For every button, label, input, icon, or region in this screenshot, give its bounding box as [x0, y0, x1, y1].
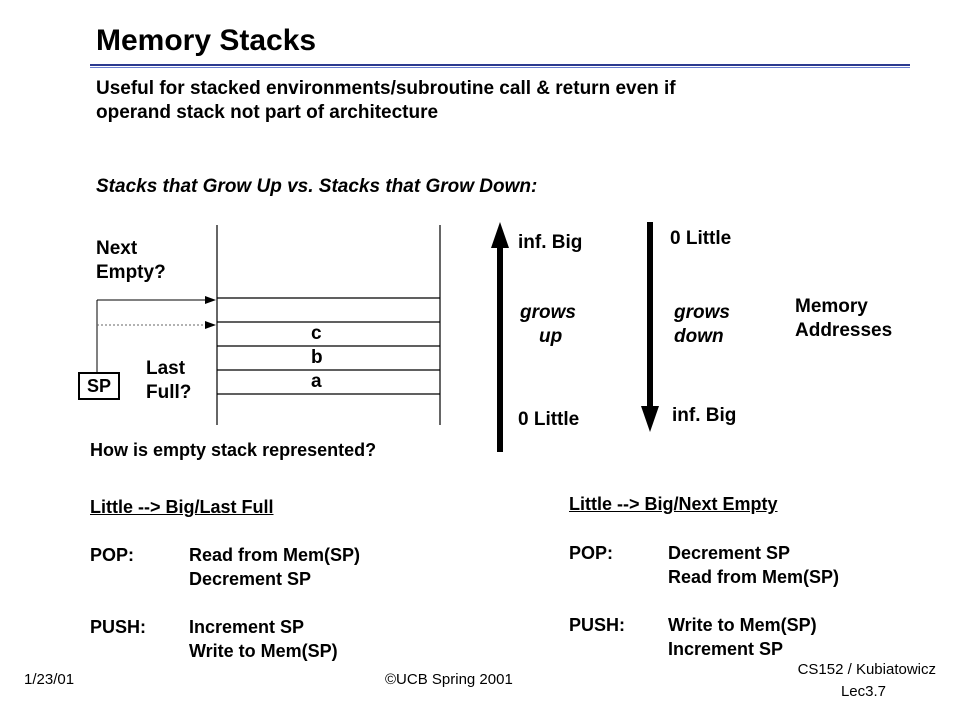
left-push-line-2: Write to Mem(SP) — [189, 641, 338, 661]
memory-addresses-label-2: Addresses — [795, 320, 893, 341]
grows-down-label-2: down — [674, 326, 724, 347]
question-text: How is empty stack represented? — [90, 440, 377, 460]
stack-item-b: b — [311, 347, 323, 368]
grows-up-label-2: up — [539, 326, 563, 347]
up-top-label: inf. Big — [518, 232, 583, 253]
right-pop-line-2: Read from Mem(SP) — [668, 567, 840, 587]
intro-line-1: Useful for stacked environments/subrouti… — [96, 78, 676, 99]
left-push-label: PUSH: — [90, 617, 147, 637]
next-empty-label-1: Next — [96, 238, 138, 259]
right-pop-label: POP: — [569, 543, 614, 563]
title-rule — [90, 64, 910, 66]
left-pop-label: POP: — [90, 545, 135, 565]
intro-line-2: operand stack not part of architecture — [96, 102, 439, 123]
last-full-label-2: Full? — [146, 382, 192, 403]
next-empty-label-2: Empty? — [96, 262, 166, 283]
right-heading: Little --> Big/Next Empty — [569, 494, 778, 514]
right-push-line-2: Increment SP — [668, 639, 784, 659]
subheading: Stacks that Grow Up vs. Stacks that Grow… — [96, 176, 538, 197]
footer-copyright: ©UCB Spring 2001 — [385, 671, 513, 688]
footer-lecture: Lec3.7 — [840, 683, 886, 700]
arrow-next-empty — [205, 296, 216, 304]
sp-register: SP — [78, 372, 120, 400]
grows-up-label-1: grows — [520, 302, 576, 323]
grows-up-arrowhead — [491, 222, 509, 248]
title-rule-thin — [90, 67, 910, 68]
up-bottom-label: 0 Little — [518, 409, 580, 430]
left-push-line-1: Increment SP — [189, 617, 305, 637]
grows-down-label-1: grows — [674, 302, 730, 323]
down-top-label: 0 Little — [670, 228, 732, 249]
right-push-line-1: Write to Mem(SP) — [668, 615, 817, 635]
down-bottom-label: inf. Big — [672, 405, 737, 426]
right-pop-line-1: Decrement SP — [668, 543, 791, 563]
arrow-last-full — [205, 321, 216, 329]
grows-down-arrowhead — [641, 406, 659, 432]
memory-addresses-label-1: Memory — [795, 296, 868, 317]
stack-item-c: c — [311, 323, 322, 344]
right-push-label: PUSH: — [569, 615, 626, 635]
stack-item-a: a — [311, 371, 322, 392]
footer-date: 1/23/01 — [24, 671, 75, 688]
slide-title: Memory Stacks — [96, 24, 317, 57]
left-heading: Little --> Big/Last Full — [90, 497, 274, 517]
left-pop-line-2: Decrement SP — [189, 569, 312, 589]
left-pop-line-1: Read from Mem(SP) — [189, 545, 361, 565]
last-full-label-1: Last — [146, 358, 186, 379]
footer-course: CS152 / Kubiatowicz — [797, 661, 936, 678]
